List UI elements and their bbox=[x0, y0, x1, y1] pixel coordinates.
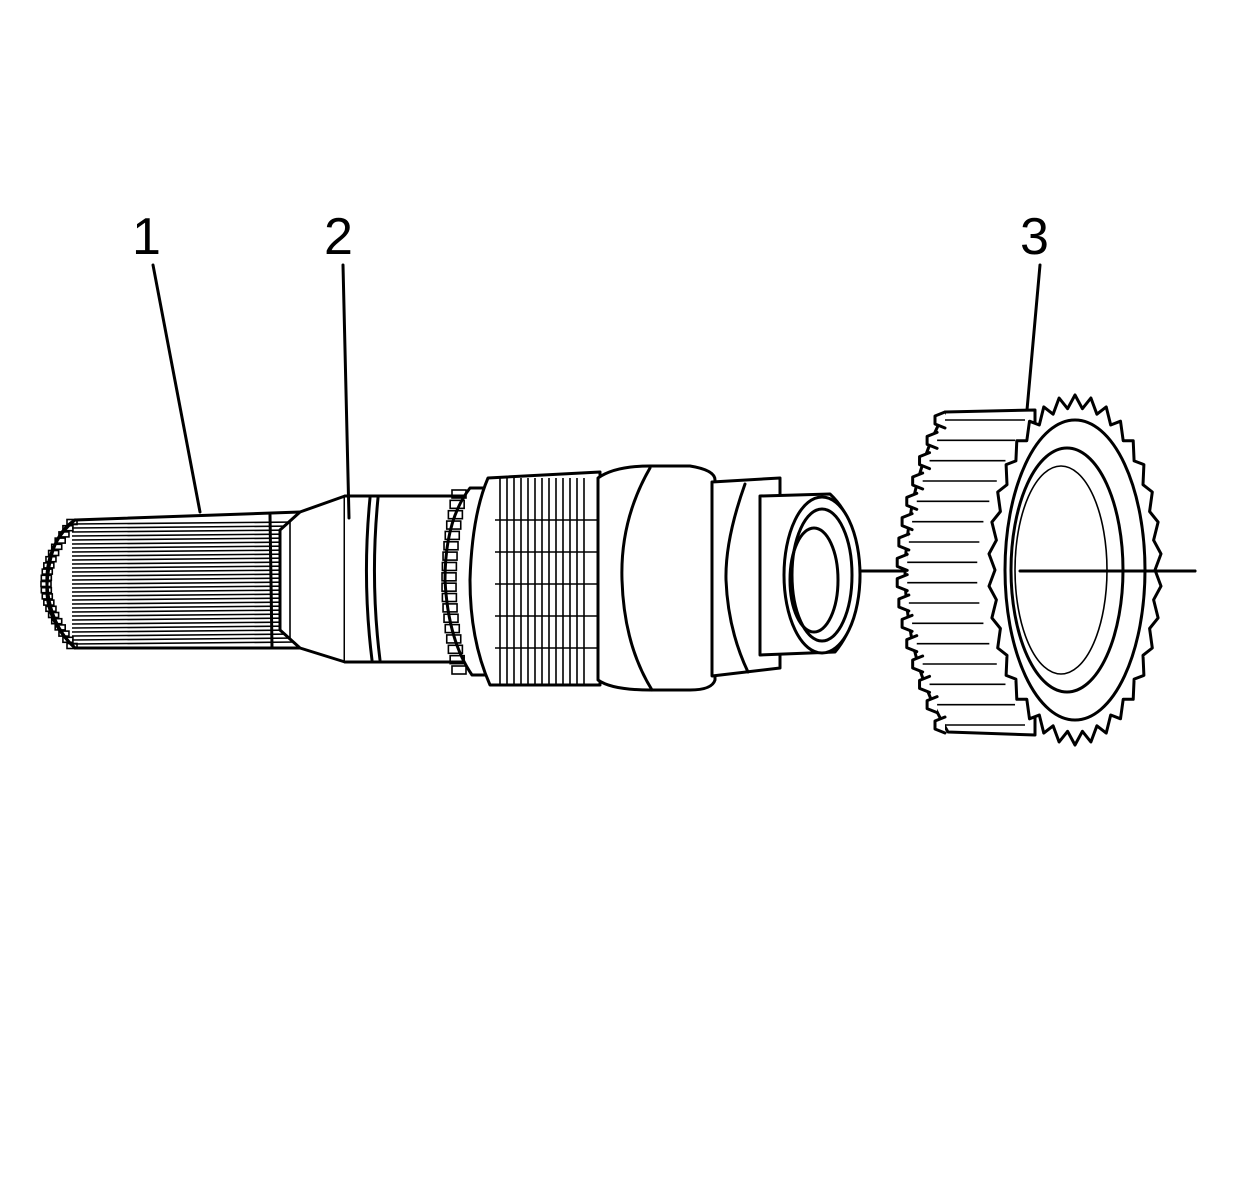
spline-end-teeth bbox=[40, 518, 78, 650]
splined-shaft-end bbox=[40, 510, 302, 650]
synchro-teeth bbox=[441, 489, 467, 675]
callout-1: 1 bbox=[132, 208, 161, 266]
main-shaft bbox=[278, 464, 862, 692]
callout-3: 3 bbox=[1020, 208, 1049, 266]
callout-2: 2 bbox=[324, 208, 353, 266]
spline-lines bbox=[71, 513, 299, 650]
leader-line-3 bbox=[1025, 263, 1042, 412]
leader-line-2 bbox=[341, 263, 351, 520]
hub-spline-lines bbox=[495, 478, 598, 685]
leader-line-1 bbox=[151, 263, 202, 514]
